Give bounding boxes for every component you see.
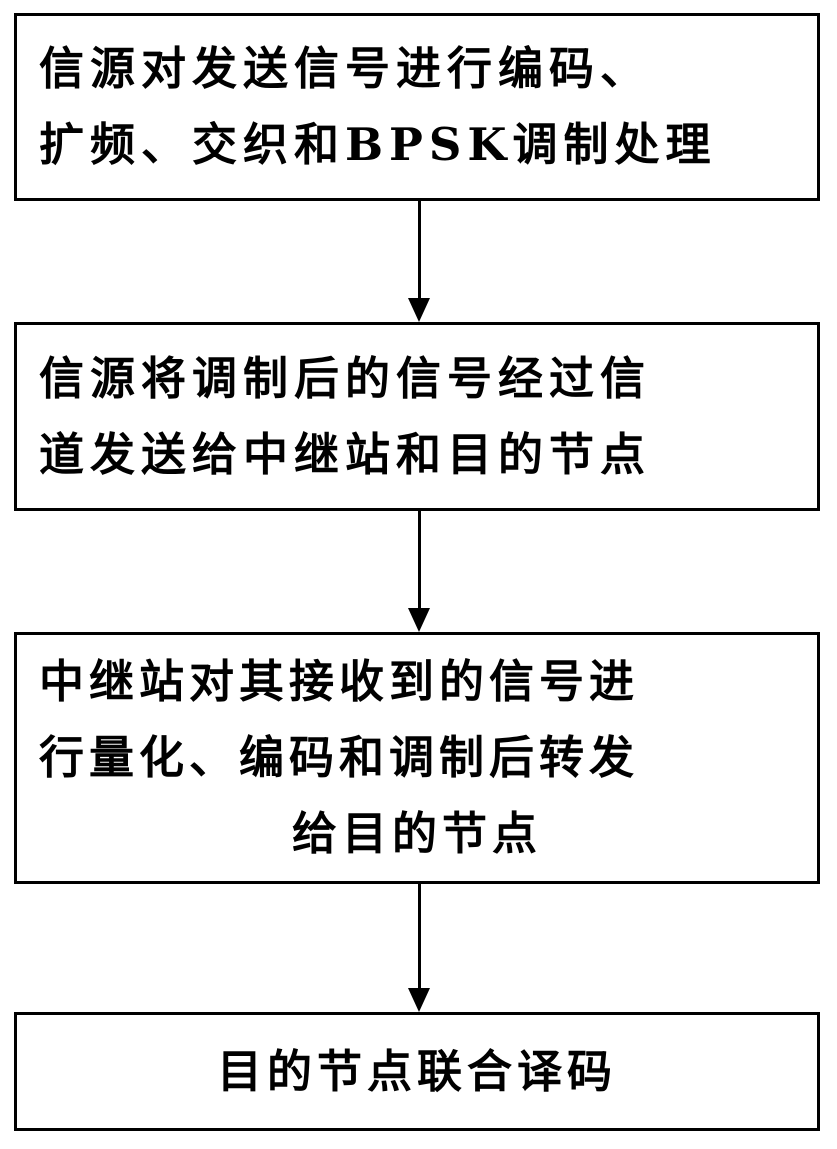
flow-step-3: 中继站对其接收到的信号进 行量化、编码和调制后转发 给目的节点 bbox=[14, 632, 820, 884]
arrow-1-head-icon bbox=[408, 298, 430, 322]
arrow-1-shaft bbox=[417, 201, 421, 301]
step-3-line-3: 给目的节点 bbox=[291, 807, 542, 860]
step-4-line-1: 目的节点联合译码 bbox=[216, 1044, 617, 1098]
step-2-line-1: 信源将调制后的信号经过信 bbox=[39, 351, 652, 405]
arrow-3-shaft bbox=[417, 884, 421, 990]
step-2-line-2: 道发送给中继站和目的节点 bbox=[39, 427, 652, 481]
arrow-3-head-icon bbox=[408, 988, 430, 1012]
arrow-2-head-icon bbox=[408, 608, 430, 632]
flow-step-2: 信源将调制后的信号经过信 道发送给中继站和目的节点 bbox=[14, 322, 820, 511]
step-1-line-1: 信源对发送信号进行编码、 bbox=[39, 42, 652, 95]
step-3-line-2: 行量化、编码和调制后转发 bbox=[39, 731, 640, 784]
flow-step-1: 信源对发送信号进行编码、 扩频、交织和BPSK调制处理 bbox=[14, 13, 820, 201]
step-1-line-2: 扩频、交织和BPSK调制处理 bbox=[39, 118, 717, 171]
step-3-line-1: 中继站对其接收到的信号进 bbox=[39, 655, 640, 708]
arrow-2-shaft bbox=[417, 511, 421, 611]
flow-step-4: 目的节点联合译码 bbox=[14, 1012, 820, 1131]
